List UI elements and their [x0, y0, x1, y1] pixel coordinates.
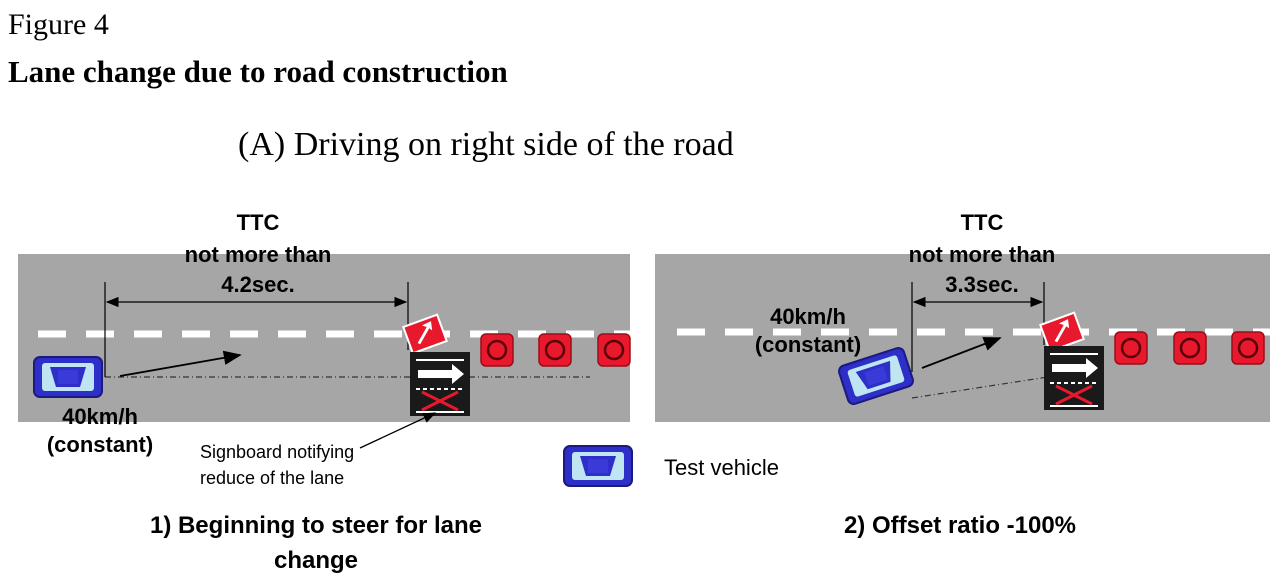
cone-2c — [1230, 330, 1266, 366]
speed-label-1: 40km/h — [62, 404, 138, 429]
caption-1-line1: 1) Beginning to steer for lane — [150, 512, 482, 539]
ttc-limit-2: not more than — [909, 242, 1056, 267]
caption-1-line2: change — [274, 547, 358, 574]
ttc-value-1: 4.2sec. — [221, 272, 294, 297]
ttc-limit-1: not more than — [185, 242, 332, 267]
signboard-2 — [1042, 344, 1106, 412]
figure-label: Figure 4 — [8, 8, 109, 41]
cone-2b — [1172, 330, 1208, 366]
cone-1b — [537, 332, 573, 368]
ttc-label-2: TTC — [961, 210, 1004, 235]
steer-arrow-2 — [921, 337, 1002, 369]
cone-1a — [479, 332, 515, 368]
speed-label-2: 40km/h — [770, 304, 846, 329]
figure-subtitle: (A) Driving on right side of the road — [238, 126, 734, 163]
caption-2: 2) Offset ratio -100% — [844, 512, 1076, 539]
test-vehicle-icon — [563, 445, 633, 487]
cone-2a — [1113, 330, 1149, 366]
road-panel-2 — [655, 254, 1270, 422]
signboard-1 — [408, 350, 472, 418]
figure-title: Lane change due to road construction — [8, 54, 508, 89]
road-panel-1 — [18, 254, 630, 422]
sign-note-line1: Signboard notifying — [200, 442, 354, 462]
speed-note-1: (constant) — [47, 432, 153, 457]
sign-note-line2: reduce of the lane — [200, 468, 344, 488]
sign-callout-arrow — [359, 412, 437, 449]
path-line-2 — [911, 371, 1081, 399]
steer-arrow-1 — [119, 350, 242, 377]
ttc-value-2: 3.3sec. — [945, 272, 1018, 297]
legend-label: Test vehicle — [664, 455, 779, 480]
panel-1: TTC not more than 4.2sec. 40km/h (consta… — [18, 210, 632, 574]
speed-note-2: (constant) — [755, 332, 861, 357]
legend: Test vehicle — [563, 445, 779, 487]
panel-2: TTC not more than 3.3sec. 40km/h (consta… — [655, 210, 1270, 539]
cone-1c — [596, 332, 632, 368]
ttc-label-1: TTC — [237, 210, 280, 235]
test-vehicle-1 — [33, 356, 103, 398]
